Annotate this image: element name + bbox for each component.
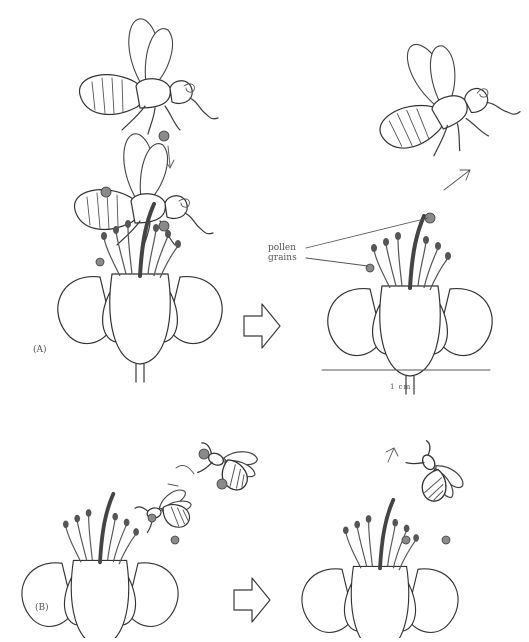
flower-a-left <box>58 204 222 382</box>
flower-b-right <box>302 500 458 638</box>
pollen-grain <box>159 131 169 141</box>
panel-b-label: (B) <box>35 603 49 613</box>
pollen-grain <box>366 264 374 272</box>
panel-a-label: (A) <box>33 345 47 355</box>
bee-flying-away <box>356 18 526 174</box>
transition-arrow-a <box>244 304 280 348</box>
bee-b-leaving <box>401 435 467 509</box>
leave-arrow <box>386 448 398 462</box>
pollen-grain <box>148 514 156 522</box>
flower-a-right <box>328 216 492 394</box>
pollen-pointer-lines <box>306 218 428 266</box>
pollen-grain <box>402 536 410 544</box>
pollen-grain <box>199 449 209 459</box>
bee-top-left <box>80 19 218 134</box>
pollen-grain <box>101 187 111 197</box>
pollen-label-line2: grains <box>268 253 308 263</box>
pollen-grain <box>217 479 227 489</box>
bee-b-on-flower <box>133 488 195 534</box>
pollen-grains-label: pollen grains <box>268 243 308 263</box>
pollen-grain <box>96 258 104 266</box>
flight-path <box>168 466 194 486</box>
pollen-grain <box>171 536 179 544</box>
pollen-label-line1: pollen <box>268 243 308 253</box>
transition-arrow-b <box>234 578 270 622</box>
pollen-grain <box>442 536 450 544</box>
scale-label: 1 cm <box>390 383 411 391</box>
up-arrow <box>444 170 470 190</box>
pollen-grain <box>159 221 169 231</box>
